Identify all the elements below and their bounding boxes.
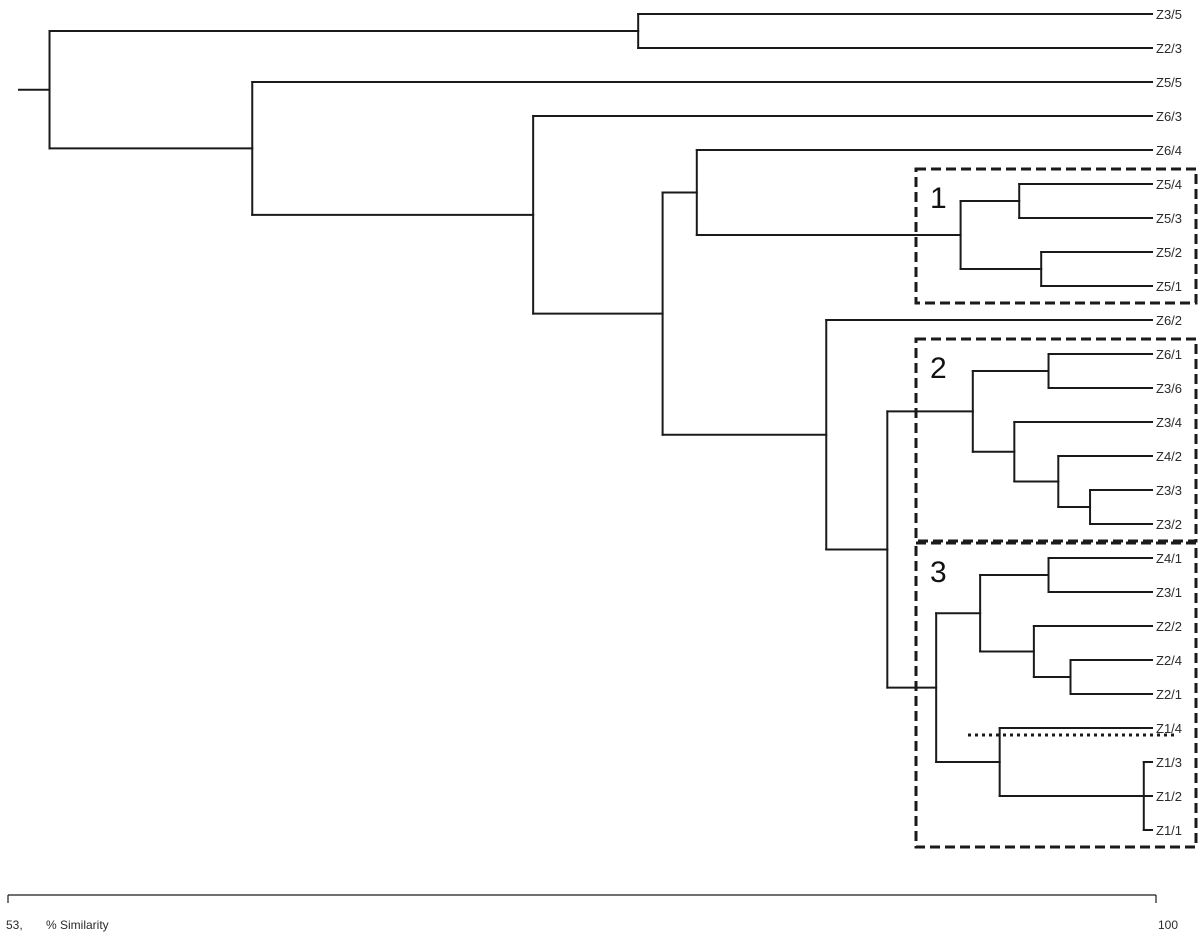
cluster-label-2: 2 (930, 352, 947, 385)
cluster-boxes: 1 2 3 (914, 167, 1198, 849)
dendrogram-branches (17, 13, 1153, 831)
leaf-label: Z6/1 (1156, 347, 1182, 362)
leaf-label: Z1/4 (1156, 721, 1182, 736)
leaf-label: Z5/3 (1156, 211, 1182, 226)
leaf-label: Z3/6 (1156, 381, 1182, 396)
similarity-axis: 53, % Similarity 100 (6, 894, 1178, 932)
leaf-label: Z5/4 (1156, 177, 1182, 192)
leaf-label: Z2/4 (1156, 653, 1182, 668)
leaf-label: Z1/3 (1156, 755, 1182, 770)
cluster-box-2 (914, 337, 1198, 543)
leaf-label: Z3/1 (1156, 585, 1182, 600)
similarity-axis-min-label: 53, (6, 918, 23, 932)
cluster-label-3: 3 (930, 556, 947, 589)
leaf-label: Z5/5 (1156, 75, 1182, 90)
leaf-label: Z5/1 (1156, 279, 1182, 294)
cluster-box-1 (914, 167, 1198, 305)
leaf-label: Z2/3 (1156, 41, 1182, 56)
leaf-label: Z1/2 (1156, 789, 1182, 804)
similarity-axis-title: % Similarity (46, 918, 109, 932)
leaf-label: Z1/1 (1156, 823, 1182, 838)
leaf-label: Z4/1 (1156, 551, 1182, 566)
leaf-labels: Z3/5Z2/3Z5/5Z6/3Z6/4Z5/4Z5/3Z5/2Z5/1Z6/2… (1156, 7, 1182, 838)
leaf-label: Z3/5 (1156, 7, 1182, 22)
leaf-label: Z6/3 (1156, 109, 1182, 124)
leaf-label: Z6/2 (1156, 313, 1182, 328)
leaf-label: Z5/2 (1156, 245, 1182, 260)
leaf-label: Z3/4 (1156, 415, 1182, 430)
similarity-axis-max-label: 100 (1158, 918, 1178, 932)
leaf-label: Z6/4 (1156, 143, 1182, 158)
leaf-label: Z2/2 (1156, 619, 1182, 634)
leaf-label: Z3/2 (1156, 517, 1182, 532)
cluster-label-1: 1 (930, 182, 947, 215)
leaf-label: Z2/1 (1156, 687, 1182, 702)
leaf-label: Z3/3 (1156, 483, 1182, 498)
leaf-label: Z4/2 (1156, 449, 1182, 464)
cluster-box-3 (914, 541, 1198, 849)
